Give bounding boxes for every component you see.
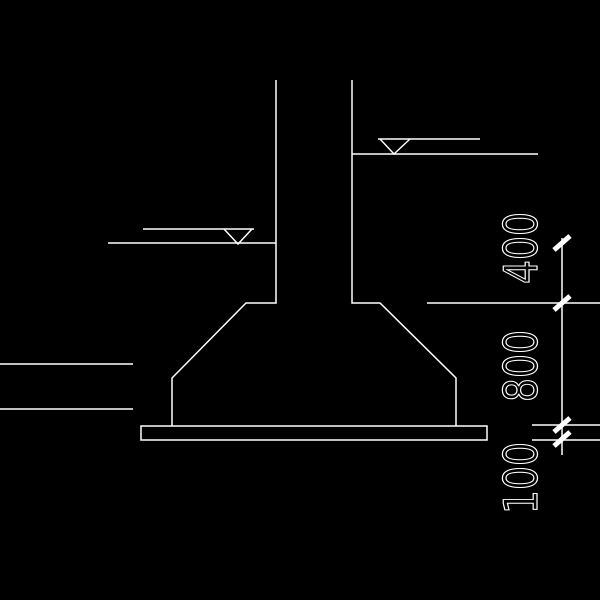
level-triangle-icon <box>223 228 253 246</box>
level-triangle-icon <box>379 138 411 156</box>
water-level-right <box>352 138 538 156</box>
footing-outline <box>140 80 488 441</box>
dim-100: 100 <box>494 442 548 514</box>
dimension-labels: 400 800 100 <box>494 211 549 514</box>
ground-lines-left <box>0 363 133 410</box>
dimension-chain <box>427 234 600 455</box>
dim-400: 400 <box>494 212 548 284</box>
dim-800: 800 <box>494 330 548 402</box>
water-level-left <box>108 228 276 246</box>
base-slab <box>140 425 488 441</box>
